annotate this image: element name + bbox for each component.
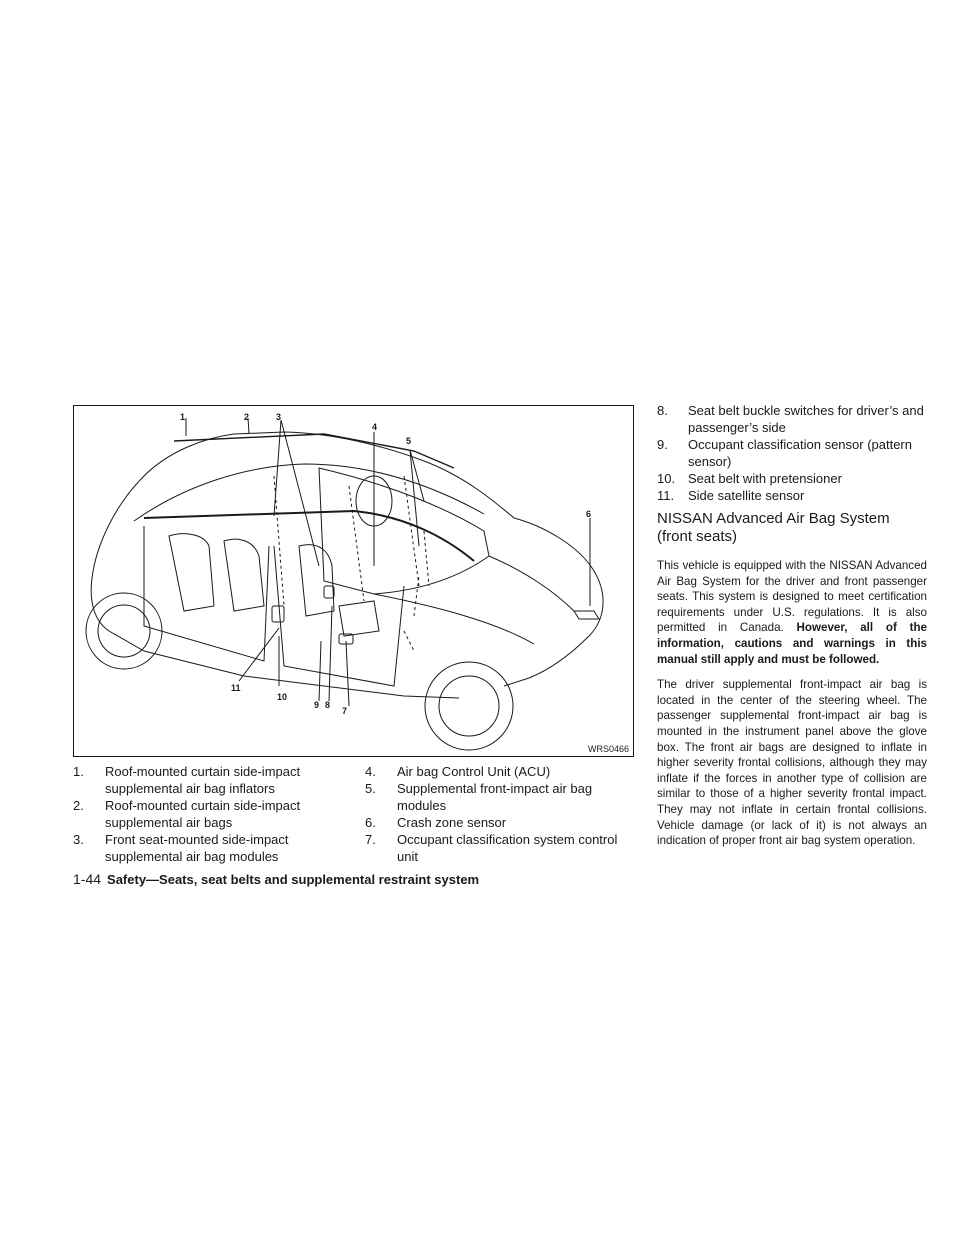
callout-5: 5 — [406, 436, 412, 446]
legend-text: Roof-mounted curtain side-impact supplem… — [105, 764, 301, 796]
legend-number: 2. — [73, 798, 84, 813]
legend-text: Air bag Control Unit (ACU) — [397, 764, 551, 779]
legend-right-list: 4. Air bag Control Unit (ACU) 5. Supplem… — [365, 763, 640, 865]
legend-item: 9. Occupant classification sensor (patte… — [657, 436, 927, 470]
callout-11: 11 — [231, 683, 241, 693]
intro-text: This vehicle is equipped with the NISSAN… — [657, 559, 927, 635]
callout-6: 6 — [586, 509, 592, 519]
legend-number: 4. — [365, 764, 376, 779]
legend-number: 10. — [657, 471, 676, 486]
legend-text: Front seat-mounted side-impact supplemen… — [105, 832, 289, 864]
legend-number: 1. — [73, 764, 84, 779]
legend-text: Occupant classification system control u… — [397, 832, 618, 864]
figure-id-label: WRS0466 — [587, 744, 629, 754]
legend-item: 3. Front seat-mounted side-impact supple… — [73, 831, 353, 865]
legend-number: 8. — [657, 403, 668, 418]
airbag-diagram-figure: 1 2 3 4 5 6 11 10 9 8 7 WRS0466 — [73, 405, 634, 757]
callout-1: 1 — [180, 412, 186, 422]
legend-item: 2. Roof-mounted curtain side-impact supp… — [73, 797, 353, 831]
callout-8: 8 — [325, 700, 331, 710]
legend-number: 7. — [365, 832, 376, 847]
legend-item: 11. Side satellite sensor — [657, 487, 927, 504]
legend-item: 8. Seat belt buckle switches for driver’… — [657, 402, 927, 436]
right-column: 8. Seat belt buckle switches for driver’… — [657, 402, 927, 859]
section-title: Safety—Seats, seat belts and supplementa… — [107, 872, 480, 887]
legend-text: Seat belt with pretensioner — [688, 471, 842, 486]
description-paragraph: The driver supplemental front-impact air… — [657, 678, 927, 848]
intro-paragraph: This vehicle is equipped with the NISSAN… — [657, 558, 927, 667]
legend-item: 4. Air bag Control Unit (ACU) — [365, 763, 640, 780]
callout-9: 9 — [314, 700, 320, 710]
legend-continued-list: 8. Seat belt buckle switches for driver’… — [657, 402, 927, 504]
page-number: 1-44 — [73, 871, 102, 887]
callout-10: 10 — [277, 692, 288, 702]
section-heading: NISSAN Advanced Air Bag System (front se… — [657, 510, 890, 545]
legend-number: 6. — [365, 815, 376, 830]
callout-4: 4 — [372, 422, 378, 432]
legend-item: 10. Seat belt with pretensioner — [657, 470, 927, 487]
legend-item: 6. Crash zone sensor — [365, 814, 640, 831]
legend-item: 1. Roof-mounted curtain side-impact supp… — [73, 763, 353, 797]
car-cutaway-drawing — [85, 417, 604, 751]
intro-warning-text: However, all of the information, caution… — [657, 621, 927, 666]
legend-text: Occupant classification sensor (pattern … — [688, 437, 912, 469]
legend-text: Crash zone sensor — [397, 815, 507, 830]
legend-number: 3. — [73, 832, 84, 847]
legend-item: 5. Supplemental front-impact air bag mod… — [365, 780, 640, 814]
legend-left-list: 1. Roof-mounted curtain side-impact supp… — [73, 763, 353, 865]
legend-item: 7. Occupant classification system contro… — [365, 831, 640, 865]
legend-text: Side satellite sensor — [688, 488, 805, 503]
legend-number: 9. — [657, 437, 668, 452]
legend-text: Roof-mounted curtain side-impact supplem… — [105, 798, 301, 830]
callout-7: 7 — [342, 706, 348, 716]
legend-text: Seat belt buckle switches for driver’s a… — [688, 403, 924, 435]
legend-text: Supplemental front-impact air bag module… — [397, 781, 593, 813]
page-footer: 1-44 Safety—Seats, seat belts and supplem… — [73, 871, 479, 887]
callout-2: 2 — [244, 412, 250, 422]
callout-3: 3 — [276, 412, 282, 422]
legend-number: 11. — [657, 488, 675, 503]
legend-number: 5. — [365, 781, 376, 796]
